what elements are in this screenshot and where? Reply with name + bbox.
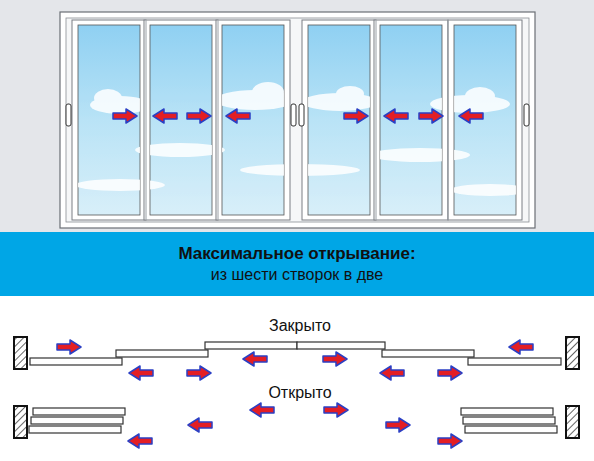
glass-panes <box>78 25 516 215</box>
movement-arrows <box>57 340 533 448</box>
subheading-text: из шести створок в две <box>211 265 383 286</box>
open-sashes <box>29 408 557 433</box>
window-frame <box>60 12 535 228</box>
clouds <box>75 82 530 196</box>
caption-band: Максимальное открывание:из шести створок… <box>0 232 594 296</box>
background <box>0 0 594 232</box>
state-label: Закрыто <box>266 317 334 335</box>
closed-sashes <box>30 342 561 365</box>
heading-text: Максимальное открывание: <box>178 243 415 265</box>
wall-symbols <box>14 337 579 438</box>
handles <box>66 104 529 126</box>
state-label: Открыто <box>265 384 334 402</box>
sash-dividers <box>146 20 448 220</box>
direction-arrows <box>113 109 483 123</box>
